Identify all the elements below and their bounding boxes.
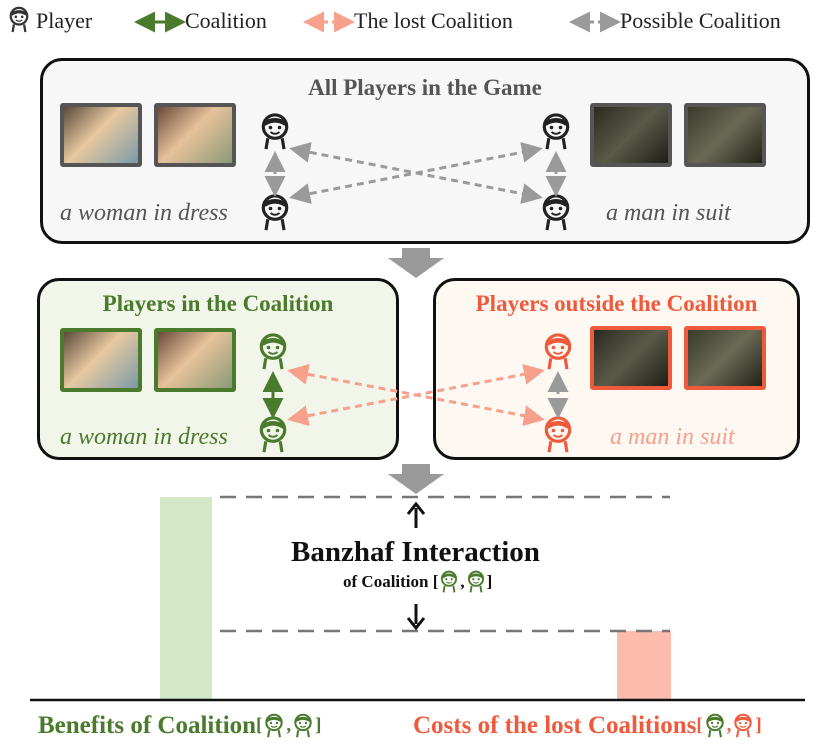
coalition-woman-frame-1 [60, 328, 142, 392]
costs-text: Costs of the lost Coalitions [413, 712, 697, 739]
coalition-woman-frame-2 [154, 328, 236, 392]
banzhaf-subtitle-comma: , [460, 572, 465, 591]
banzhaf-subtitle-prefix: of Coalition [ [343, 572, 439, 591]
benefits-close: ] [315, 715, 322, 736]
lost-coalition-arrow-icon [303, 11, 355, 33]
woman-caption: a woman in dress [60, 200, 228, 226]
player-icon [265, 713, 284, 739]
player-icon [440, 570, 458, 594]
costs-label: Costs of the lost Coalitions [ , ] [413, 712, 762, 740]
down-arrow-icon [388, 464, 444, 494]
down-arrow-icon [388, 248, 444, 278]
legend-coalition-label: Coalition [185, 8, 267, 33]
outside-title: Players outside the Coalition [475, 291, 758, 316]
woman-frame-1 [60, 103, 142, 167]
banzhaf-title: Banzhaf Interaction [291, 536, 540, 568]
outside-caption: a man in suit [610, 424, 735, 450]
costs-bar [617, 631, 671, 700]
player-icon [293, 713, 313, 739]
coalition-title: Players in the Coalition [102, 291, 334, 316]
banzhaf-subtitle-close: ] [486, 572, 493, 591]
possible-coalition-arrow-icon [569, 11, 621, 33]
banzhaf-subtitle: of Coalition [ , ] [343, 570, 492, 594]
man-caption: a man in suit [606, 200, 731, 226]
benefits-comma: , [286, 715, 292, 736]
legend-lost-coalition-label: The lost Coalition [354, 8, 513, 33]
costs-comma: , [726, 715, 732, 736]
legend-player-label: Player [36, 8, 93, 33]
outside-man-frame-1 [590, 326, 672, 390]
costs-open: [ [696, 715, 703, 736]
player-icon [705, 713, 724, 739]
man-frame-1 [590, 103, 672, 167]
benefits-open: [ [256, 715, 263, 736]
coalition-caption: a woman in dress [60, 424, 228, 450]
all-players-title: All Players in the Game [308, 75, 542, 100]
legend-possible-coalition-label: Possible Coalition [620, 8, 781, 33]
player-icon [467, 570, 485, 594]
outside-man-frame-2 [684, 326, 766, 390]
benefits-text: Benefits of Coalition [38, 712, 257, 739]
costs-close: ] [755, 715, 762, 736]
coalition-arrow-icon [134, 11, 186, 33]
benefits-label: Benefits of Coalition [ , ] [38, 712, 321, 740]
man-frame-2 [684, 103, 766, 167]
player-icon [734, 713, 753, 739]
benefits-bar [160, 497, 212, 700]
woman-frame-2 [154, 103, 236, 167]
